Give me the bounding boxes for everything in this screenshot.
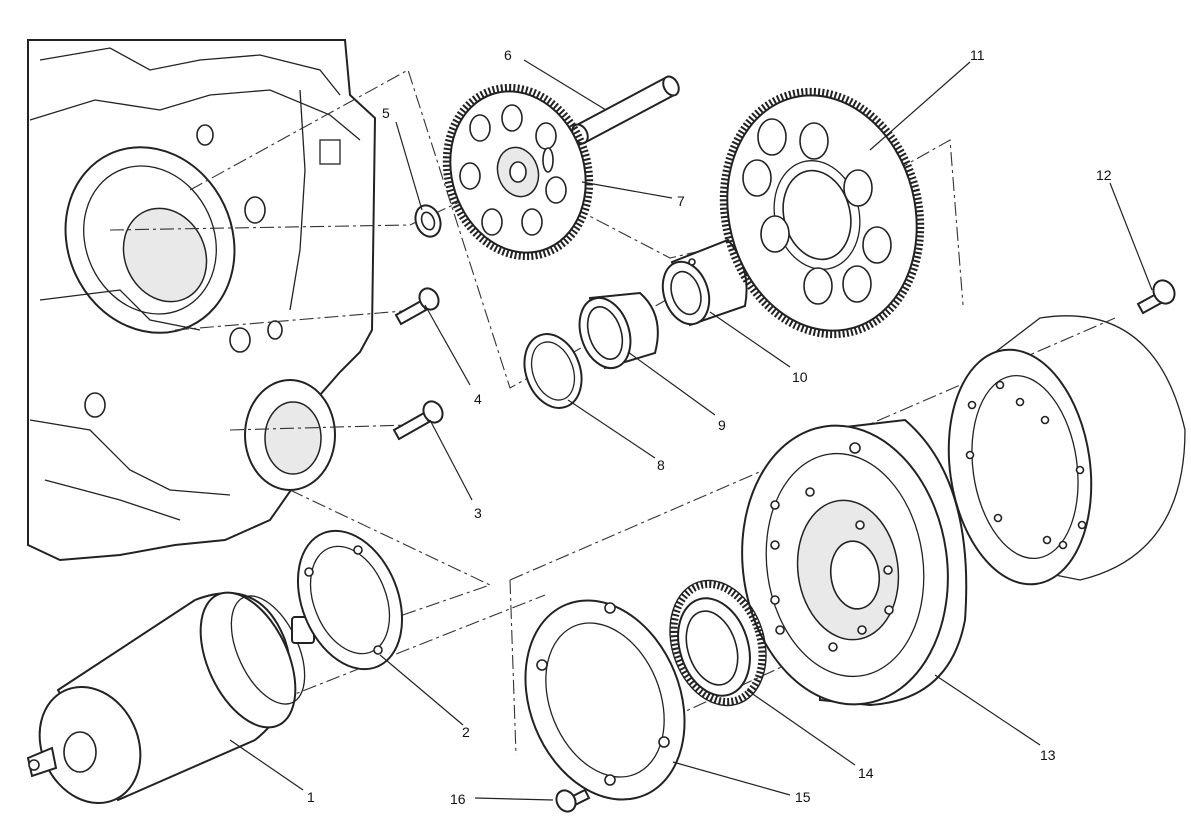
screw-16 [555,788,591,813]
crankcase [27,39,377,562]
callout-1: 1 [307,789,315,805]
washer-5 [414,204,442,238]
starter-gasket [296,529,404,671]
screw-3 [392,400,444,441]
callout-12: 12 [1096,167,1112,183]
bushing-9 [578,291,659,370]
callout-16: 16 [450,791,466,807]
screw-4 [394,287,440,326]
starter-gear [719,87,925,339]
callout-10: 10 [792,369,808,385]
callouts: 1 2 3 4 5 6 7 8 9 10 11 12 13 14 15 16 [307,47,1112,807]
sleeve-10 [661,238,748,327]
clutch-plate [524,599,686,801]
callout-5: 5 [382,105,390,121]
callout-6: 6 [504,47,512,63]
one-way-clutch [669,579,767,707]
thrust-washer-8 [523,333,583,409]
callout-4: 4 [474,391,482,407]
starter-motor [26,591,315,805]
callout-14: 14 [858,765,874,781]
callout-15: 15 [795,789,811,805]
leader-lines [229,59,1153,801]
callout-11: 11 [970,47,985,63]
callout-2: 2 [462,724,470,740]
flywheel-rotor [741,418,968,707]
shaft-6 [571,75,680,145]
callout-3: 3 [474,505,482,521]
intermediate-gear [442,83,594,261]
callout-8: 8 [657,457,665,473]
callout-13: 13 [1040,747,1056,763]
callout-7: 7 [677,193,685,209]
bolt-12 [1136,279,1176,315]
callout-9: 9 [718,417,726,433]
flywheel-cover [947,315,1186,586]
